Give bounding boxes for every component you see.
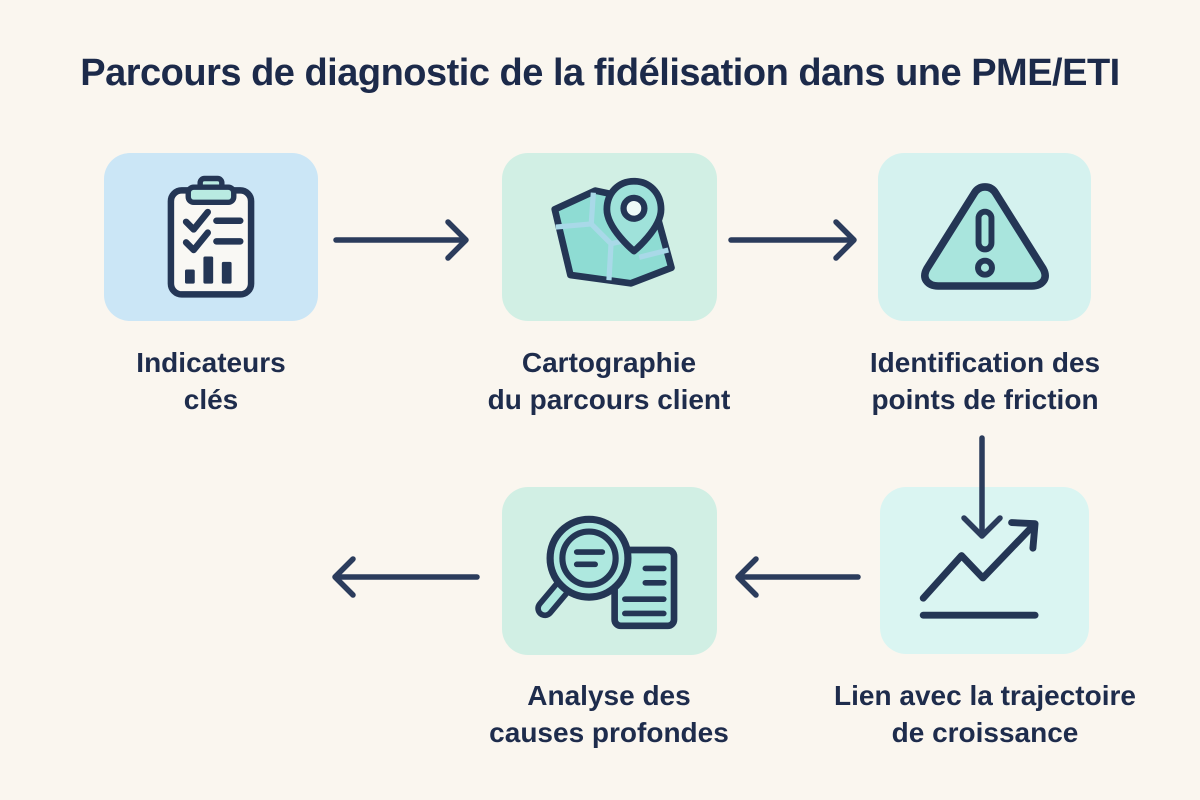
growth-trend-icon [919,519,1039,619]
arrow-cartographie-to-friction-icon [728,219,857,261]
label-indicateurs-cles: Indicateurs clés [136,347,286,415]
label-analyse-causes-profondes: Analyse des causes profondes [489,680,729,748]
map-location-pin-icon [550,177,675,287]
clipboard-checklist-icon [167,175,255,298]
node-cartographie-parcours-client [502,153,717,321]
page-title: Parcours de diagnostic de la fidélisatio… [80,52,1120,94]
node-lien-trajectoire-croissance [880,487,1089,654]
node-analyse-causes-profondes [502,487,717,655]
node-indicateurs-cles [104,153,318,321]
arrow-indicateurs-to-cartographie-icon [333,219,469,261]
label-identification-points-friction: Identification des points de friction [869,347,1101,415]
warning-triangle-icon [920,183,1049,290]
arrow-trajectoire-to-analyse-icon [735,556,861,598]
label-lien-trajectoire-croissance: Lien avec la trajectoire de croissance [834,680,1136,748]
label-cartographie-parcours-client: Cartographie du parcours client [487,347,731,415]
arrow-analyse-out-left-icon [332,556,480,598]
magnifier-document-icon [535,515,678,630]
node-identification-points-friction [878,153,1091,321]
